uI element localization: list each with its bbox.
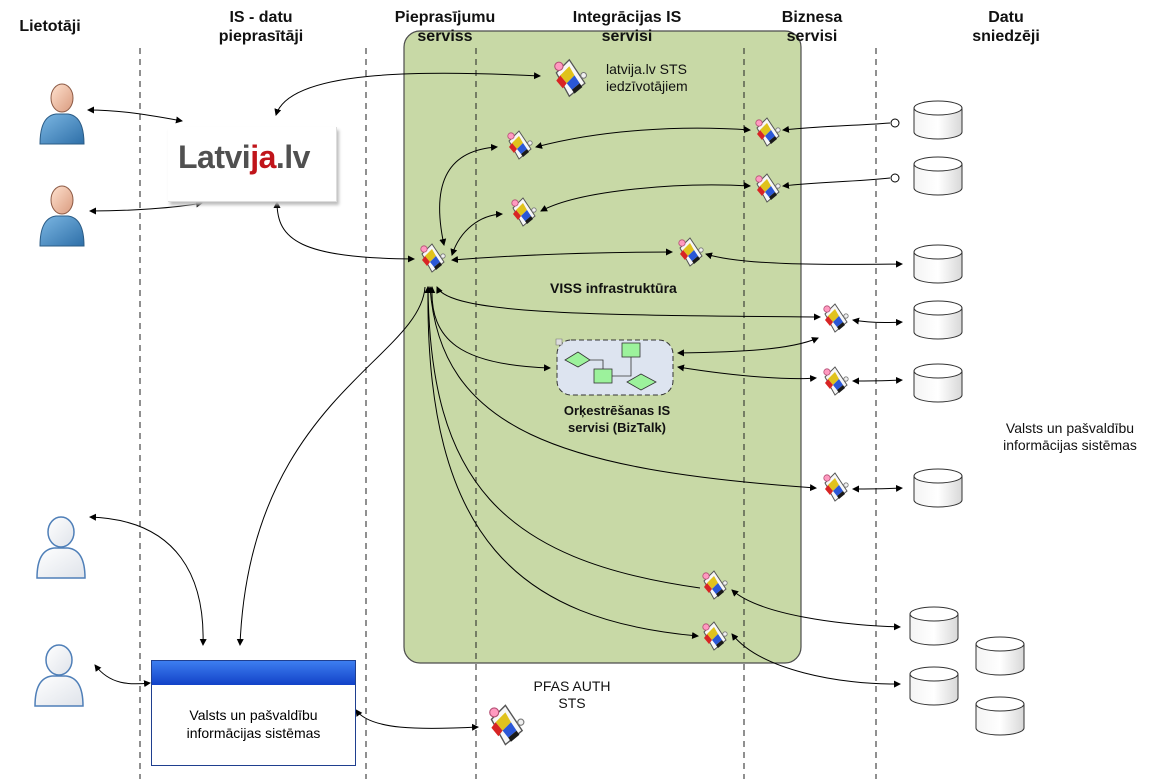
user-icon	[34, 644, 84, 707]
connector-circle	[890, 118, 900, 128]
database-icon	[913, 363, 963, 403]
pfas-label: PFAS AUTH STS	[533, 678, 611, 711]
header-requesters: IS - datu pieprasītāji	[218, 9, 304, 45]
users	[34, 83, 86, 707]
latvija-logo-text: Latvija.lv	[178, 139, 310, 175]
database-icon	[913, 300, 963, 340]
box-header-bar	[152, 661, 355, 685]
header-data-providers: Datu sniedzēji	[972, 9, 1040, 45]
database-icon	[909, 666, 959, 706]
database-icon	[975, 636, 1025, 676]
business-service-icon	[823, 366, 849, 396]
sts-citizens-label: latvija.lv STS iedzīvotājiem	[606, 61, 688, 94]
pfas-service-icon	[489, 704, 525, 746]
header-business-services: Biznesa servisi	[781, 9, 843, 45]
database-icon	[913, 468, 963, 508]
header-integration-services: Integrācijas IS servisi	[572, 9, 682, 45]
database-icon	[909, 606, 959, 646]
connector-circle	[890, 173, 900, 183]
viss-infrastructure-label: VISS infrastruktūra	[550, 280, 677, 296]
user-icon	[39, 83, 85, 145]
database-icon	[913, 156, 963, 196]
user-icon	[36, 516, 86, 579]
business-service-icon	[823, 472, 849, 502]
database-icon	[913, 100, 963, 140]
orchestration-box	[555, 338, 674, 396]
database-icon	[975, 696, 1025, 736]
header-users: Lietotāji	[19, 18, 81, 35]
database-icon	[913, 244, 963, 284]
state-systems-box-label: Valsts un pašvaldību informācijas sistēm…	[186, 707, 321, 741]
orchestration-label: Orķestrēšanas IS servisi (BizTalk)	[563, 403, 671, 435]
user-icon	[39, 185, 85, 247]
business-service-icon	[823, 303, 849, 333]
data-providers	[909, 100, 1025, 736]
state-systems-box: Valsts un pašvaldību informācijas sistēm…	[151, 660, 356, 766]
state-systems-label: Valsts un pašvaldību informācijas sistēm…	[1003, 420, 1137, 453]
connectors	[87, 72, 903, 731]
header-request-service: Pieprasījumu serviss	[394, 9, 496, 45]
latvija-logo: Latvija.lv	[168, 127, 337, 202]
